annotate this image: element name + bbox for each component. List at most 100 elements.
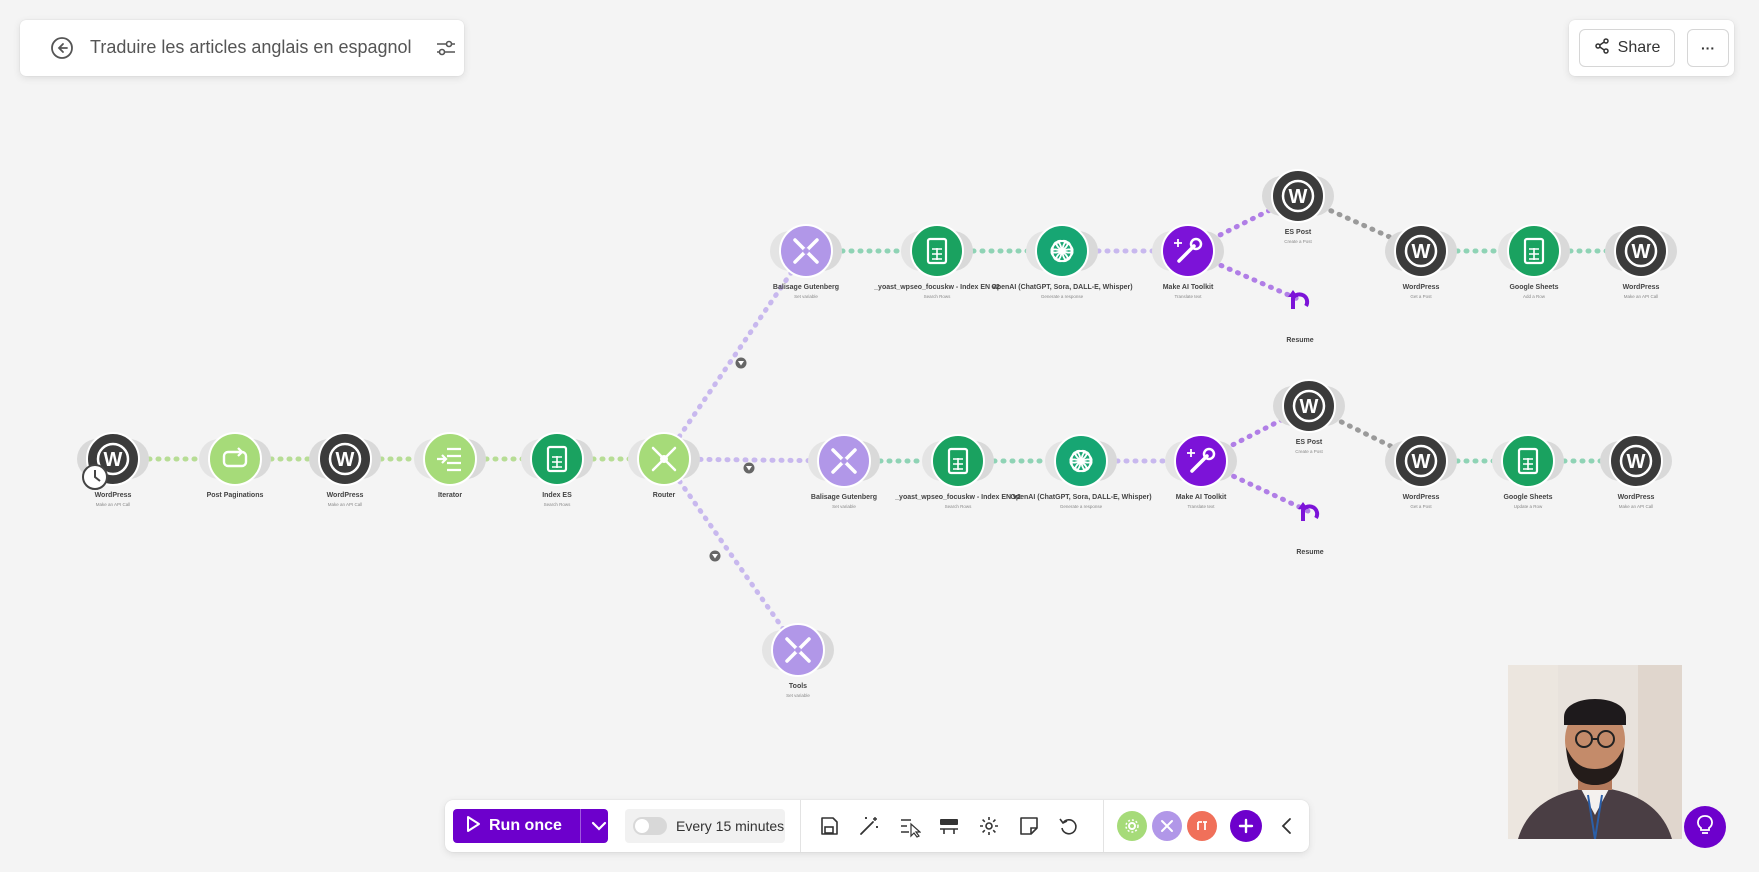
module-router[interactable]: Router <box>628 432 700 499</box>
tools-icon <box>793 238 819 264</box>
module-iterator[interactable]: Iterator <box>414 432 486 499</box>
module-sublabel: Search Rows <box>544 502 572 507</box>
toolbar-divider <box>1103 800 1104 852</box>
tools-icon <box>831 448 857 474</box>
wordpress-icon: W <box>96 442 130 476</box>
repeat-icon <box>222 447 248 468</box>
module-sheets[interactable]: _yoast_wpseo_focuskw - Index EN v2Search… <box>894 434 1021 509</box>
module-label: Post Paginations <box>207 492 264 499</box>
run-once-button[interactable]: Run once <box>453 809 608 843</box>
module-label: Tools <box>789 683 807 690</box>
scenario-settings-sliders-icon[interactable] <box>434 36 458 60</box>
add-module-button[interactable] <box>1230 810 1262 842</box>
scenario-title[interactable]: Traduire les articles anglais en espagno… <box>90 37 412 57</box>
help-lightbulb-button[interactable] <box>1684 806 1726 848</box>
module-label: WordPress <box>1618 494 1655 501</box>
module-chip-text-parser-icon[interactable] <box>1187 811 1217 841</box>
schedule-label: Every 15 minutes <box>676 818 785 834</box>
wordpress-icon: W <box>328 442 362 476</box>
module-openai[interactable]: OpenAI (ChatGPT, Sora, DALL-E, Whisper) G… <box>991 224 1133 299</box>
openai-icon <box>1069 449 1093 473</box>
module-chip-tools-icon[interactable] <box>1152 811 1182 841</box>
router-icon <box>651 446 677 472</box>
wordpress-icon: W <box>1404 234 1438 268</box>
connection-router-t1[interactable] <box>661 248 809 462</box>
module-sublabel: Generate a response <box>1041 294 1084 299</box>
module-openai[interactable]: OpenAI (ChatGPT, Sora, DALL-E, Whisper)G… <box>1010 434 1152 509</box>
schedule-setting[interactable]: Every 15 minutes <box>625 809 785 843</box>
sheets-icon <box>1523 237 1545 265</box>
module-resume[interactable]: Resume <box>1296 502 1324 556</box>
svg-text:W: W <box>1412 451 1431 473</box>
run-options-chevron-down-icon[interactable] <box>580 809 616 843</box>
route-filter-icon[interactable] <box>735 357 747 369</box>
webcam-video <box>1508 665 1682 839</box>
share-button[interactable]: Share <box>1579 29 1675 67</box>
module-resume[interactable]: Resume <box>1286 290 1314 344</box>
module-sublabel: Set variable <box>794 294 818 299</box>
module-sublabel: Make an API Call <box>328 502 363 507</box>
note-icon[interactable] <box>1017 814 1041 838</box>
save-icon[interactable] <box>817 814 841 838</box>
gear-icon[interactable] <box>977 814 1001 838</box>
module-sublabel: Create a Post <box>1284 239 1312 244</box>
module-label: OpenAI (ChatGPT, Sora, DALL-E, Whisper) <box>991 284 1132 291</box>
schedule-clock-icon[interactable] <box>82 464 108 490</box>
module-sublabel: Add a Row <box>1523 294 1546 299</box>
more-options-button[interactable]: ··· <box>1687 29 1729 67</box>
svg-text:W: W <box>1300 396 1319 418</box>
module-label: _yoast_wpseo_focuskw - Index EN v2 <box>894 494 1021 501</box>
module-sublabel: Set variable <box>786 693 810 698</box>
openai-icon <box>1050 239 1074 263</box>
module-chip-gear-icon[interactable] <box>1117 811 1147 841</box>
back-arrow-icon[interactable] <box>50 36 74 60</box>
module-label: Google Sheets <box>1503 494 1552 501</box>
flow-control-icon[interactable] <box>937 814 961 838</box>
resume-icon <box>1301 504 1320 521</box>
module-sublabel: Translate text <box>1187 504 1215 509</box>
auto-align-icon[interactable] <box>897 814 922 838</box>
module-label: WordPress <box>327 492 364 499</box>
magic-wand-icon[interactable] <box>857 814 881 838</box>
module-label: WordPress <box>95 492 132 499</box>
module-sublabel: Create a Post <box>1295 449 1323 454</box>
route-filter-icon[interactable] <box>743 462 755 474</box>
module-sublabel: Make an API Call <box>1619 504 1654 509</box>
module-sublabel: Make an API Call <box>1624 294 1659 299</box>
history-undo-icon[interactable] <box>1057 814 1081 838</box>
module-label: Iterator <box>438 492 462 499</box>
module-label: Router <box>653 492 676 499</box>
more-dots-icon: ··· <box>1701 40 1715 56</box>
collapse-chevron-left-icon[interactable] <box>1275 814 1299 838</box>
wordpress-icon: W <box>1619 444 1653 478</box>
module-label: ES Post <box>1285 229 1312 236</box>
route-filter-icon[interactable] <box>709 550 721 562</box>
connection-router-t3[interactable] <box>661 456 801 653</box>
sheets-icon <box>546 445 568 473</box>
iterator-icon <box>437 447 461 472</box>
module-repeat[interactable]: Post Paginations <box>199 432 271 499</box>
module-label: Balisage Gutenberg <box>773 284 839 291</box>
schedule-toggle[interactable] <box>633 817 667 835</box>
module-label: Balisage Gutenberg <box>811 494 877 501</box>
wordpress-icon: W <box>1404 444 1438 478</box>
module-sheets[interactable]: _yoast_wpseo_focuskw - Index EN v2Search… <box>873 224 1000 299</box>
svg-text:W: W <box>1289 186 1308 208</box>
